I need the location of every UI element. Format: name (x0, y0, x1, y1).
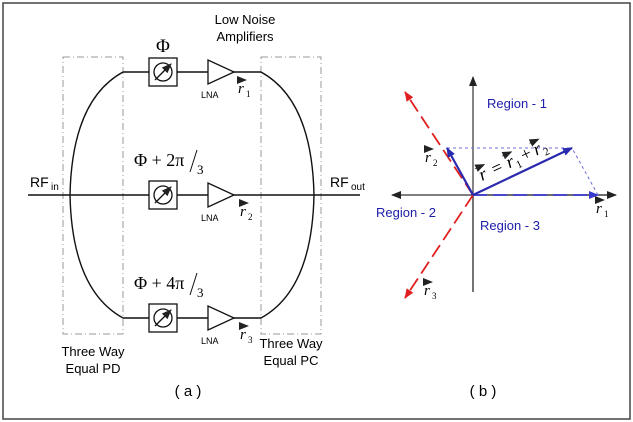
r2-direction-dashed (404, 91, 474, 196)
resultant-equation: r = r 1 + r 2 (474, 138, 552, 185)
rf-out-label: RF out (330, 174, 365, 193)
vector-label-r1-a: r 1 (237, 76, 251, 99)
lna-title-line1: Low Noise (215, 12, 276, 27)
region-3-label: Region - 3 (480, 218, 540, 233)
phase-shifter-3 (148, 303, 178, 333)
svg-text:RF: RF (30, 174, 49, 190)
svg-text:2: 2 (248, 212, 253, 222)
power-divider-label-line2: Equal PD (66, 361, 121, 376)
svg-text:in: in (51, 182, 59, 193)
svg-text:r: r (424, 283, 430, 299)
svg-text:Φ + 4π: Φ + 4π (134, 273, 184, 293)
svg-text:1: 1 (246, 89, 251, 99)
phase-label-3: Φ + 4π 3 (134, 272, 204, 300)
rf-in-label: RF in (30, 174, 59, 193)
panel-a: Low Noise Amplifiers Φ Φ + 2π 3 Φ + 4π 3… (28, 12, 365, 400)
vector-label-r2-b: r 2 (424, 145, 438, 168)
divider-arcs (69, 71, 124, 319)
svg-text:r: r (475, 163, 491, 185)
svg-text:1: 1 (604, 209, 609, 219)
svg-text:2: 2 (433, 158, 438, 168)
combiner-arcs (260, 71, 315, 319)
svg-text:r: r (238, 81, 244, 97)
vector-label-r2-a: r 2 (239, 199, 253, 222)
vector-label-r3-a: r 3 (239, 322, 253, 345)
phase-label-2: Φ + 2π 3 (134, 149, 204, 177)
r2-vector (446, 147, 474, 196)
svg-text:3: 3 (197, 285, 204, 300)
svg-text:3: 3 (432, 291, 437, 301)
phase-shifter-2 (148, 180, 178, 210)
phase-label-1: Φ (156, 36, 170, 57)
phase-shifter-1 (148, 57, 178, 87)
svg-text:out: out (351, 182, 365, 193)
lna-triangle-3 (207, 304, 236, 332)
panel-b: Region - 1 Region - 2 Region - 3 r 2 r 1… (376, 76, 617, 400)
svg-text:2: 2 (542, 145, 552, 158)
region-1-label: Region - 1 (487, 96, 547, 111)
resultant-vector (472, 147, 573, 196)
svg-text:r: r (425, 150, 431, 166)
vector-label-r1-b: r 1 (595, 196, 609, 219)
caption-a: ( a ) (175, 383, 202, 400)
svg-text:3: 3 (248, 335, 253, 345)
vector-label-r3-b: r 3 (423, 278, 437, 301)
svg-text:3: 3 (197, 162, 204, 177)
region-2-label: Region - 2 (376, 205, 436, 220)
lna-triangle-1 (207, 58, 236, 86)
caption-b: ( b ) (470, 383, 497, 400)
lna-triangle-2 (207, 181, 236, 209)
svg-text:r: r (240, 204, 246, 220)
lna-title-line2: Amplifiers (216, 29, 274, 44)
svg-text:=: = (488, 156, 506, 178)
power-combiner-label-line1: Three Way (259, 336, 323, 351)
power-divider-label-line1: Three Way (61, 344, 125, 359)
r3-direction-dashed (404, 194, 474, 299)
svg-text:1: 1 (514, 158, 524, 171)
power-combiner-label-line2: Equal PC (264, 353, 319, 368)
svg-text:RF: RF (330, 174, 349, 190)
lna-label-3: LNA (201, 336, 219, 346)
construction-line-right (571, 147, 599, 196)
svg-text:Φ + 2π: Φ + 2π (134, 150, 184, 170)
svg-text:r: r (596, 201, 602, 217)
lna-label-2: LNA (201, 213, 219, 223)
lna-label-1: LNA (201, 90, 219, 100)
svg-text:r: r (240, 327, 246, 343)
